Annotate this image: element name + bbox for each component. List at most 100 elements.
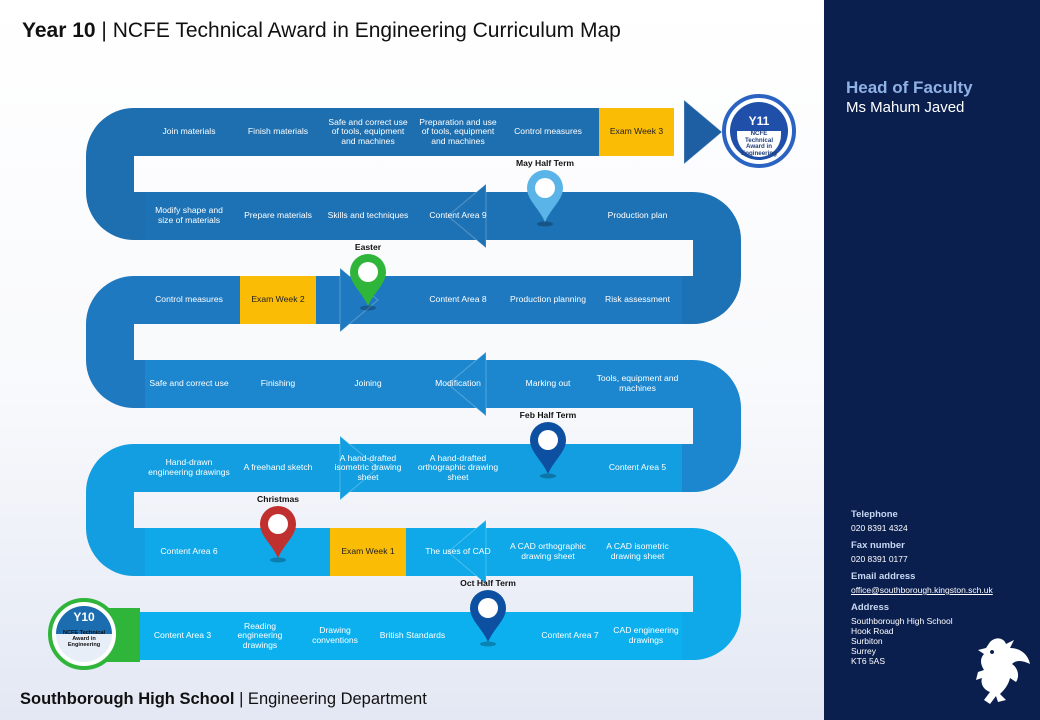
road-cell: Risk assessment (605, 294, 670, 305)
road-cell: The uses of CAD (425, 546, 491, 557)
direction-arrow (447, 350, 487, 418)
road-cell: Tools, equipment and machines (596, 373, 679, 393)
road-cell: A CAD orthographic drawing sheet (510, 541, 586, 561)
road-cell: Preparation and use of tools, equipment … (419, 116, 497, 146)
road-cell (233, 528, 323, 576)
footer: Southborough High School | Engineering D… (20, 690, 427, 709)
pin-hole (535, 178, 555, 198)
road-loop (86, 444, 145, 576)
road-cell: Exam Week 2 (240, 276, 316, 324)
pin-shadow (360, 305, 376, 311)
road-band (145, 192, 682, 240)
map-pin-icon (530, 422, 566, 479)
road-cell (503, 192, 593, 240)
address-line: Surrey (851, 646, 877, 656)
footer-school: Southborough High School (20, 690, 235, 708)
telephone-label: Telephone (851, 509, 898, 520)
road-cell: Prepare materials (244, 210, 312, 221)
y10-code: Y10 (73, 610, 95, 624)
pin-hole (358, 262, 378, 282)
page-title: Year 10 | NCFE Technical Award in Engine… (22, 19, 621, 43)
map-pin-icon (350, 254, 386, 311)
griffin-icon (976, 638, 1030, 704)
road-cell: A freehand sketch (243, 462, 313, 473)
pin-hole (538, 430, 558, 450)
road-cell: Safe and correct use (149, 378, 229, 389)
address-line: Southborough High School (851, 616, 953, 626)
road-cell (503, 444, 593, 492)
contact-sidebar: Head of Faculty Ms Mahum Javed Telephone… (824, 0, 1040, 720)
email-link[interactable]: office@southborough.kingston.sch.uk (851, 585, 993, 595)
road-cell: Drawing conventions (312, 625, 358, 645)
road-cell: Reading engineering drawings (237, 620, 283, 650)
head-of-faculty-title: Head of Faculty (846, 78, 973, 97)
y11-badge: Y11 NCFE Technical Award in Engineering (722, 94, 796, 168)
road-cell: Exam Week 1 (330, 528, 406, 576)
direction-arrow (683, 98, 723, 166)
road-cell: Content Area 6 (160, 546, 218, 557)
slide-canvas: Year 10 | NCFE Technical Award in Engine… (0, 0, 824, 720)
road-loop (682, 192, 741, 324)
road-cell: A CAD isometric drawing sheet (606, 541, 669, 561)
fax-value: 020 8391 0177 (851, 554, 908, 564)
y10-text: NCFE Technical Award in Engineering (62, 630, 106, 648)
pin-label: Oct Half Term (460, 578, 516, 588)
road-cell: Skills and techniques (327, 210, 409, 221)
road-band (145, 108, 674, 156)
road-band (145, 360, 682, 408)
head-of-faculty-name: Ms Mahum Javed (846, 99, 965, 116)
y11-text: NCFE Technical Award in Engineering (741, 130, 777, 157)
y11-code: Y11 (748, 114, 770, 128)
road-cell (455, 612, 530, 660)
direction-arrow (447, 518, 487, 586)
road-cell: Safe and correct use of tools, equipment… (328, 116, 408, 146)
road-cell: Exam Week 3 (599, 108, 674, 156)
pin-label: May Half Term (515, 158, 575, 168)
email-label: Email address (851, 571, 916, 582)
road-cell: Hand-drawn engineering drawings (148, 457, 230, 477)
pin-hole (268, 514, 288, 534)
pin-shadow (480, 641, 496, 647)
road-loop (86, 276, 145, 408)
pin-shadow (540, 473, 556, 479)
road-cell: Modification (435, 378, 481, 389)
road-loop (86, 108, 145, 240)
map-pin-icon (527, 170, 563, 227)
pin-shadow (270, 557, 286, 563)
pin-shadow (537, 221, 553, 227)
pin-label: Feb Half Term (519, 410, 577, 420)
address-line: Surbiton (851, 636, 883, 646)
address-label: Address (851, 602, 890, 613)
road-cell: British Standards (379, 630, 446, 641)
road-cell: Joining (354, 378, 382, 389)
road-cell: Content Area 3 (153, 630, 212, 641)
road-cell: A hand-drafted isometric drawing sheet (334, 452, 402, 482)
road-cell: CAD engineering drawings (613, 625, 679, 645)
road-cell: Content Area 9 (429, 210, 487, 221)
road-cell: Finishing (260, 378, 296, 389)
y10-badge: Y10 NCFE Technical Award in Engineering (48, 598, 120, 670)
road-cell: A hand-drafted orthographic drawing shee… (417, 452, 499, 482)
footer-dept: | Engineering Department (239, 690, 427, 708)
road-band (145, 528, 682, 576)
direction-arrow (447, 182, 487, 250)
map-pin-icon (260, 506, 296, 563)
pin-hole (478, 598, 498, 618)
road-loop (682, 528, 741, 660)
road-cell: Control measures (155, 294, 223, 305)
road-cell: Content Area 7 (541, 630, 599, 641)
road-band (145, 444, 682, 492)
fax-label: Fax number (851, 540, 905, 551)
road-map (86, 98, 741, 662)
address-line: Hook Road (851, 626, 894, 636)
road-cell: Production planning (510, 294, 586, 305)
title-year: Year 10 (22, 19, 96, 42)
telephone-value: 020 8391 4324 (851, 523, 908, 533)
road-cell: Control measures (514, 126, 582, 137)
pin-label: Christmas (256, 494, 300, 504)
address-line: KT6 5AS (851, 656, 886, 666)
road-cell: Content Area 8 (429, 294, 487, 305)
pin-label: Easter (354, 242, 382, 252)
road-cell: Join materials (162, 126, 216, 137)
road-cell (323, 276, 413, 324)
